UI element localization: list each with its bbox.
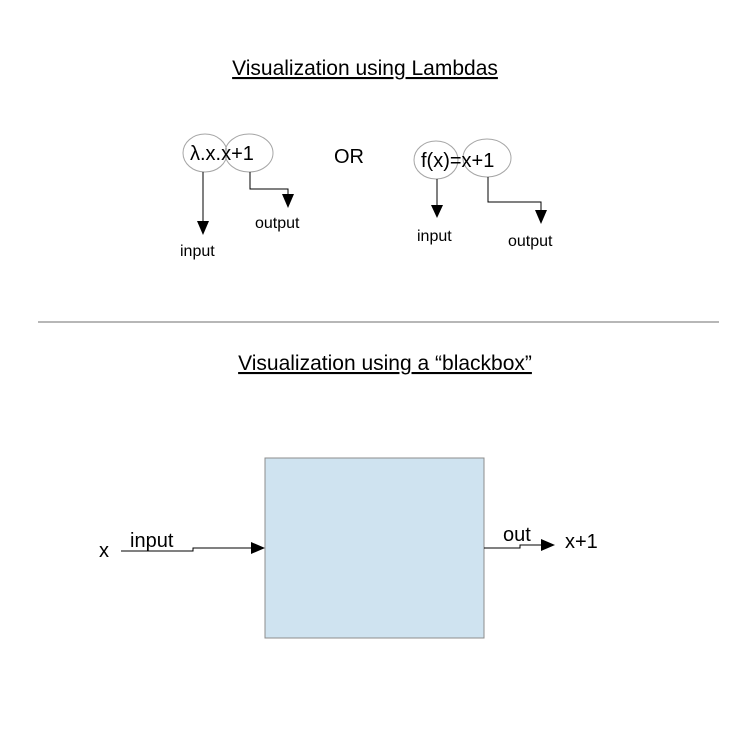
blackbox-section-title: Visualization using a “blackbox” (238, 352, 532, 375)
output-arrowhead (541, 539, 555, 551)
blackbox (264, 457, 485, 639)
function-input-label: input (417, 228, 452, 245)
out-label: out (503, 524, 531, 546)
lambda-input-label: input (180, 243, 215, 260)
lambda-output-wire (249, 172, 289, 194)
x-label: x (99, 540, 109, 562)
lambda-section-title: Visualization using Lambdas (232, 57, 498, 80)
lambda-input-ellipse (182, 133, 228, 173)
lambda-input-arrowhead (197, 221, 209, 235)
function-input-arrowhead (431, 205, 443, 218)
output-wire (484, 544, 541, 549)
function-input-ellipse (413, 140, 459, 180)
function-output-ellipse (462, 138, 512, 178)
input-label: input (130, 530, 174, 552)
function-output-label: output (508, 233, 553, 250)
input-arrowhead (251, 542, 265, 554)
function-output-wire (487, 177, 542, 210)
lambda-expression: λ.x.x+1 (190, 143, 254, 165)
input-wire (121, 547, 251, 552)
function-expression: f(x)=x+1 (421, 150, 494, 172)
function-output-arrowhead (535, 210, 547, 224)
or-label: OR (334, 146, 364, 168)
result-label: x+1 (565, 531, 598, 553)
lambda-output-arrowhead (282, 194, 294, 208)
lambda-output-ellipse (224, 133, 274, 173)
lambda-output-label: output (255, 215, 300, 232)
